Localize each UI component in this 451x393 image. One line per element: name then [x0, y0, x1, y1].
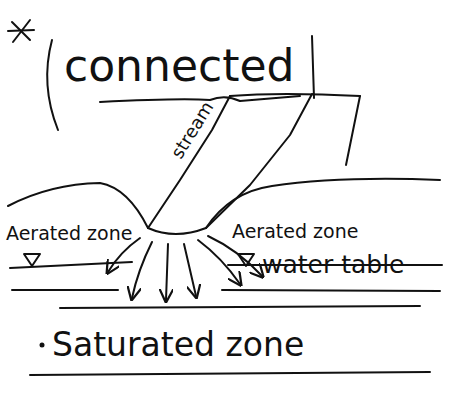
- seepage-arrow: [198, 240, 240, 284]
- stream-bank: [148, 96, 230, 228]
- stream-label: stream: [168, 98, 217, 161]
- zone-label: Saturated zone: [52, 328, 304, 361]
- water-table-label: water table: [262, 252, 405, 277]
- asterisk-mark: [8, 20, 34, 42]
- left-bracket: [47, 40, 58, 130]
- zone-label: Aerated zone: [6, 224, 132, 243]
- seepage-arrow: [132, 242, 152, 298]
- seepage-arrow: [184, 244, 196, 296]
- valley-slope: [8, 183, 148, 228]
- water-table-symbol: [24, 254, 40, 266]
- right-bracket: [312, 36, 314, 98]
- ground-hatch: [222, 290, 440, 291]
- seepage-arrow: [108, 238, 140, 272]
- stream-top-edge: [230, 94, 360, 96]
- stream-bed: [148, 228, 206, 234]
- seepage-arrow: [166, 244, 168, 300]
- zone-label: Aerated zone: [232, 222, 358, 241]
- title-text: connected: [64, 44, 294, 88]
- valley-slope: [206, 179, 440, 228]
- bullet-dot: [40, 343, 45, 348]
- asterisk-stroke: [8, 30, 34, 31]
- stream-side-edge: [346, 96, 360, 165]
- ground-hatch: [12, 289, 118, 291]
- seepage-arrow: [208, 236, 262, 276]
- ground-hatch: [30, 372, 430, 375]
- ground-hatch: [60, 306, 420, 308]
